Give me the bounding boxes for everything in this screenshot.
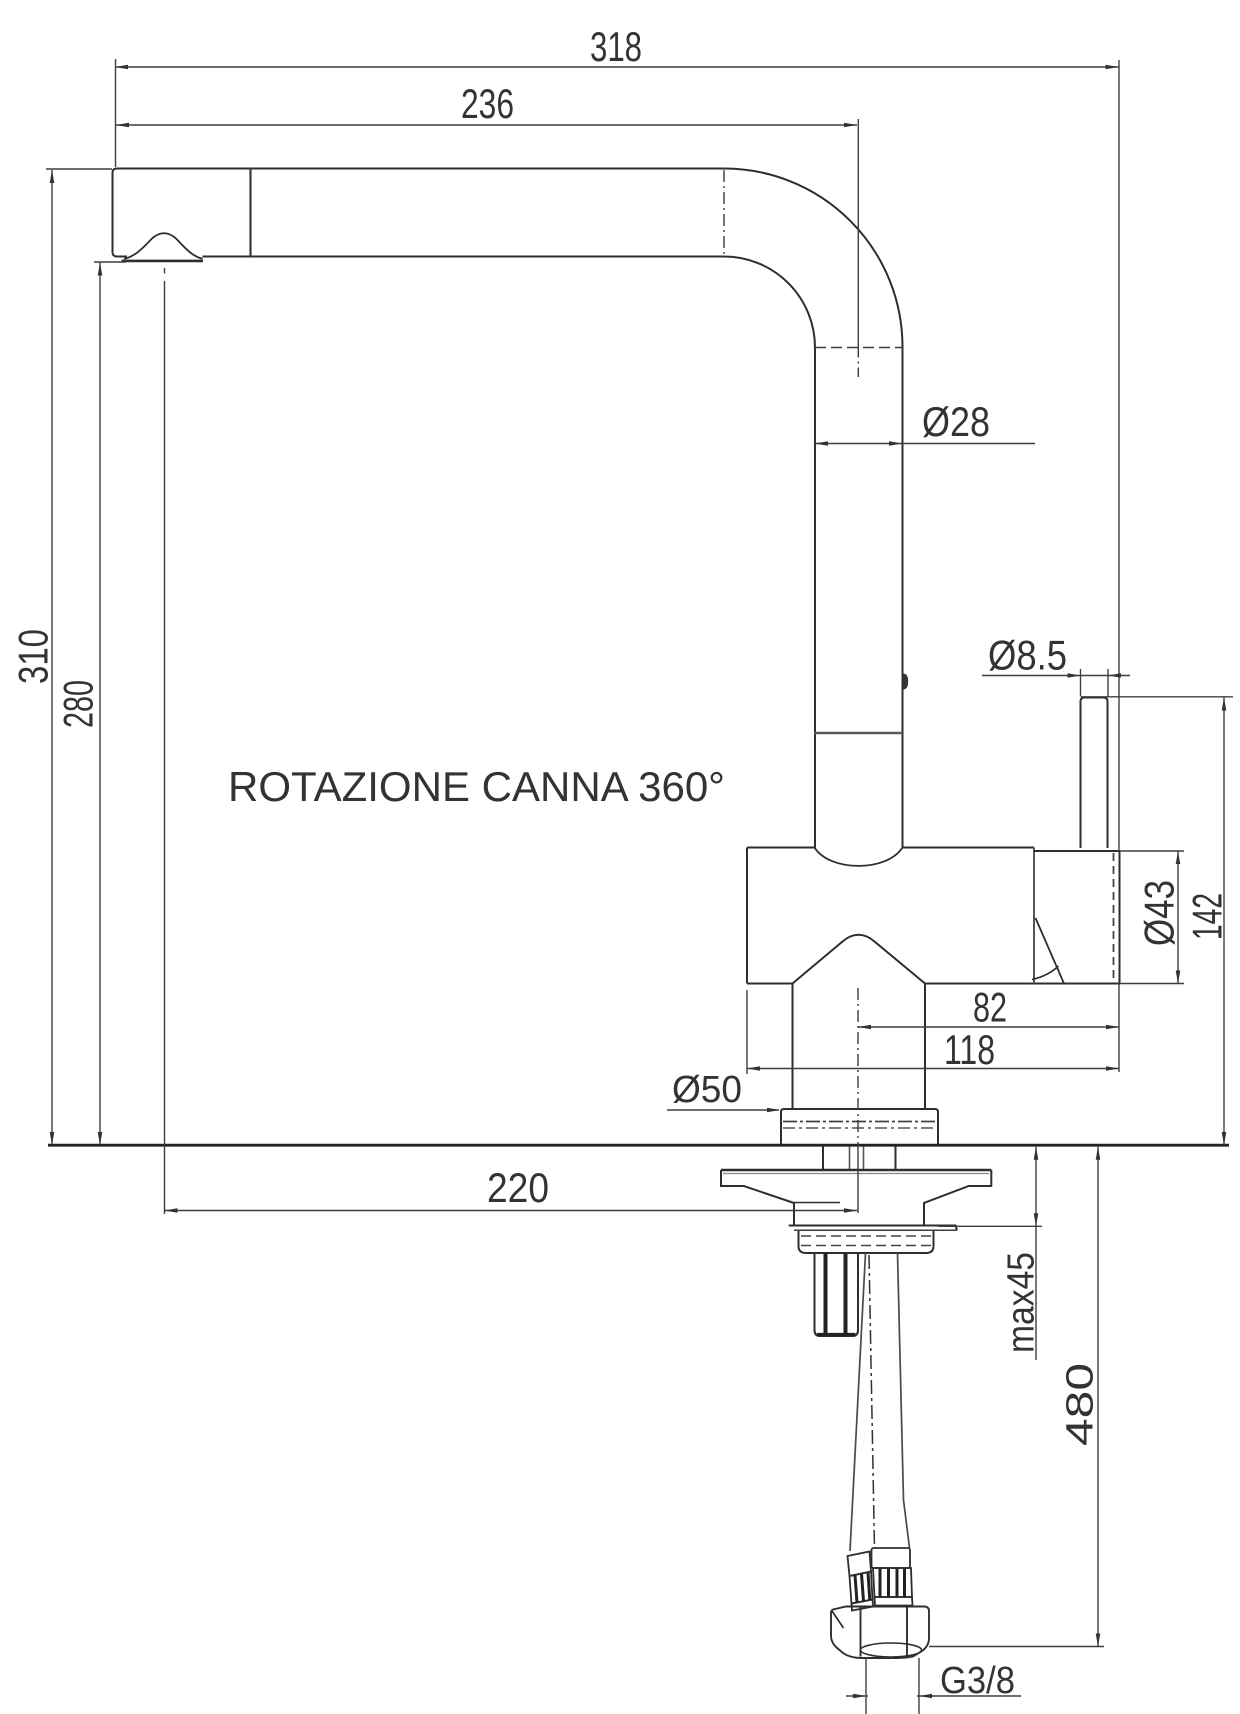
svg-text:Ø8.5: Ø8.5 — [988, 632, 1067, 679]
svg-text:142: 142 — [1183, 893, 1230, 940]
svg-text:310: 310 — [9, 629, 56, 684]
svg-text:G3/8: G3/8 — [940, 1660, 1015, 1702]
svg-text:236: 236 — [461, 80, 514, 127]
svg-text:280: 280 — [55, 680, 102, 728]
svg-text:118: 118 — [944, 1026, 995, 1073]
svg-text:max45: max45 — [1001, 1252, 1043, 1353]
svg-text:480: 480 — [1060, 1363, 1102, 1446]
svg-text:ROTAZIONE CANNA 360°: ROTAZIONE CANNA 360° — [228, 763, 725, 810]
svg-text:220: 220 — [487, 1164, 549, 1211]
svg-text:318: 318 — [590, 23, 642, 70]
svg-text:82: 82 — [973, 984, 1007, 1031]
svg-text:Ø28: Ø28 — [922, 398, 990, 445]
svg-text:Ø43: Ø43 — [1136, 880, 1183, 946]
svg-text:Ø50: Ø50 — [672, 1069, 742, 1111]
